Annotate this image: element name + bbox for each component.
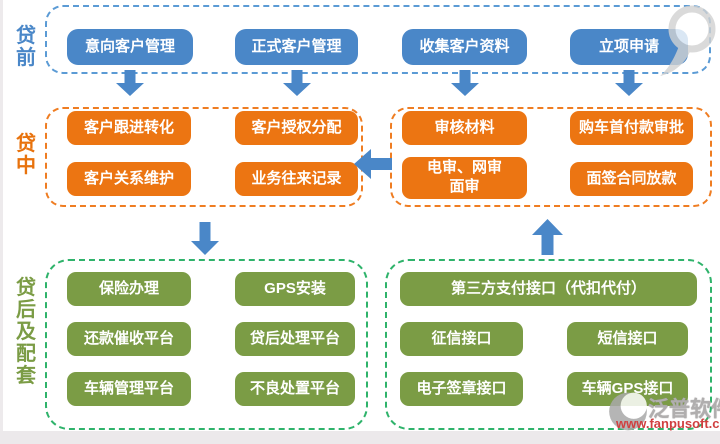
node-business-records: 业务往来记录 bbox=[235, 162, 358, 196]
node-line: 电审、网审 bbox=[426, 159, 502, 177]
node-project-application: 立项申请 bbox=[570, 29, 688, 65]
node-postloan-processing-platform: 贷后处理平台 bbox=[235, 322, 355, 356]
node-phone-online-interview-review: 电审、网审 面审 bbox=[402, 157, 527, 199]
node-bad-asset-disposal-platform: 不良处置平台 bbox=[235, 372, 355, 406]
node-customer-relationship-maintenance: 客户关系维护 bbox=[67, 162, 191, 196]
node-thirdparty-payment-interface: 第三方支付接口（代扣代付） bbox=[400, 272, 697, 306]
node-line: 面审 bbox=[449, 178, 480, 195]
watermark-url: www.fanpusoft.com bbox=[616, 416, 720, 431]
group-post-right bbox=[385, 259, 712, 430]
node-review-materials: 审核材料 bbox=[402, 111, 527, 145]
node-downpayment-approval: 购车首付款审批 bbox=[570, 111, 693, 145]
node-sms-interface: 短信接口 bbox=[567, 322, 688, 356]
arrow-up-icon bbox=[532, 219, 563, 255]
arrow-left-icon bbox=[354, 149, 392, 179]
node-vehicle-mgmt-platform: 车辆管理平台 bbox=[67, 372, 191, 406]
stage-label-pre: 贷前 bbox=[16, 25, 36, 69]
watermark-logo-icon bbox=[609, 392, 647, 431]
node-insurance-handling: 保险办理 bbox=[67, 272, 191, 306]
node-esignature-interface: 电子签章接口 bbox=[400, 372, 523, 406]
corner-logo-icon bbox=[660, 5, 716, 76]
watermark-brand: 泛普软件 bbox=[648, 398, 720, 421]
arrow-down-icon bbox=[191, 222, 219, 255]
node-credit-interface: 征信接口 bbox=[400, 322, 523, 356]
node-gps-install: GPS安装 bbox=[235, 272, 355, 306]
arrow-down-icon bbox=[451, 70, 479, 96]
node-formal-customer-mgmt: 正式客户管理 bbox=[235, 29, 358, 65]
node-customer-followup-conversion: 客户跟进转化 bbox=[67, 111, 191, 145]
node-contract-signing-disbursement: 面签合同放款 bbox=[570, 162, 693, 196]
node-customer-authorization-allocation: 客户授权分配 bbox=[235, 111, 358, 145]
arrow-down-icon bbox=[283, 70, 311, 96]
node-intent-customer-mgmt: 意向客户管理 bbox=[67, 29, 193, 65]
node-repayment-collection-platform: 还款催收平台 bbox=[67, 322, 191, 356]
arrow-down-icon bbox=[116, 70, 144, 96]
stage-label-mid: 贷中 bbox=[16, 133, 36, 177]
left-edge-line bbox=[0, 0, 3, 444]
group-post-left bbox=[45, 259, 368, 430]
group-mid-right bbox=[390, 107, 712, 207]
stage-label-post: 贷后及配套 bbox=[16, 277, 36, 387]
footer-bar bbox=[0, 431, 720, 444]
arrow-down-icon bbox=[615, 70, 643, 96]
node-collect-customer-info: 收集客户资料 bbox=[402, 29, 527, 65]
